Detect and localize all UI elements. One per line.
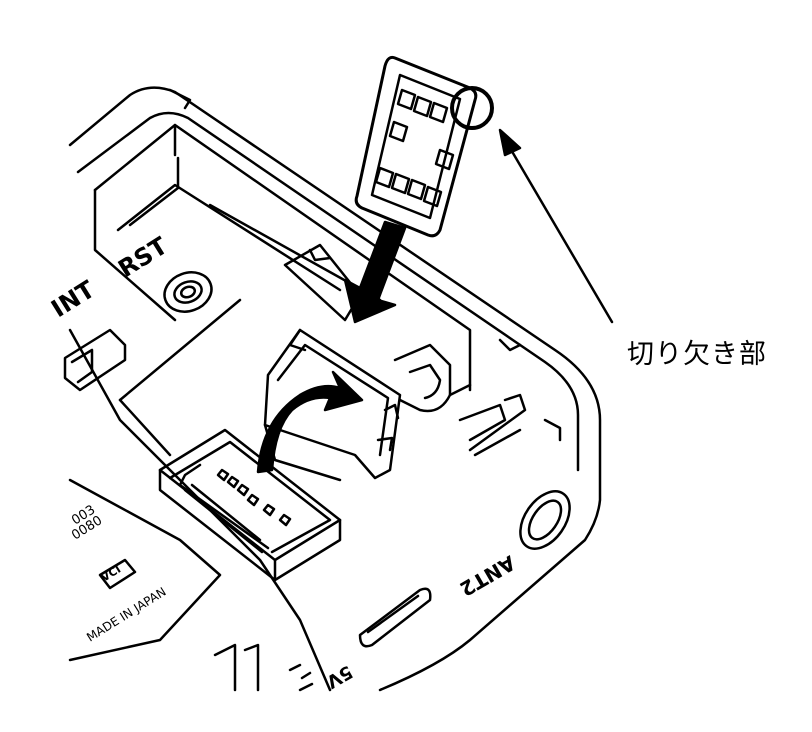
ant2-connector [519, 490, 571, 550]
notch-callout-label: 切り欠き部 [627, 339, 767, 370]
insert-arrow [343, 220, 407, 324]
device-body [68, 86, 602, 692]
sim-card [354, 55, 478, 238]
ant2-text: ANT2 [456, 551, 520, 602]
sim-socket [158, 428, 342, 582]
notch-highlight-circle [450, 86, 494, 130]
rst-text: RST [113, 231, 173, 283]
rotate-arrow [256, 370, 364, 474]
callout-pointer [498, 128, 614, 324]
usb-port-5v [358, 587, 432, 648]
int-text: INT [46, 275, 100, 323]
int-switch [63, 328, 127, 392]
sim-bay-cavity [93, 123, 562, 457]
bottom-vents [213, 643, 314, 692]
label-plate [68, 478, 222, 662]
made-in-japan-text: MADE IN JAPAN [84, 585, 168, 645]
reset-button [163, 271, 213, 313]
